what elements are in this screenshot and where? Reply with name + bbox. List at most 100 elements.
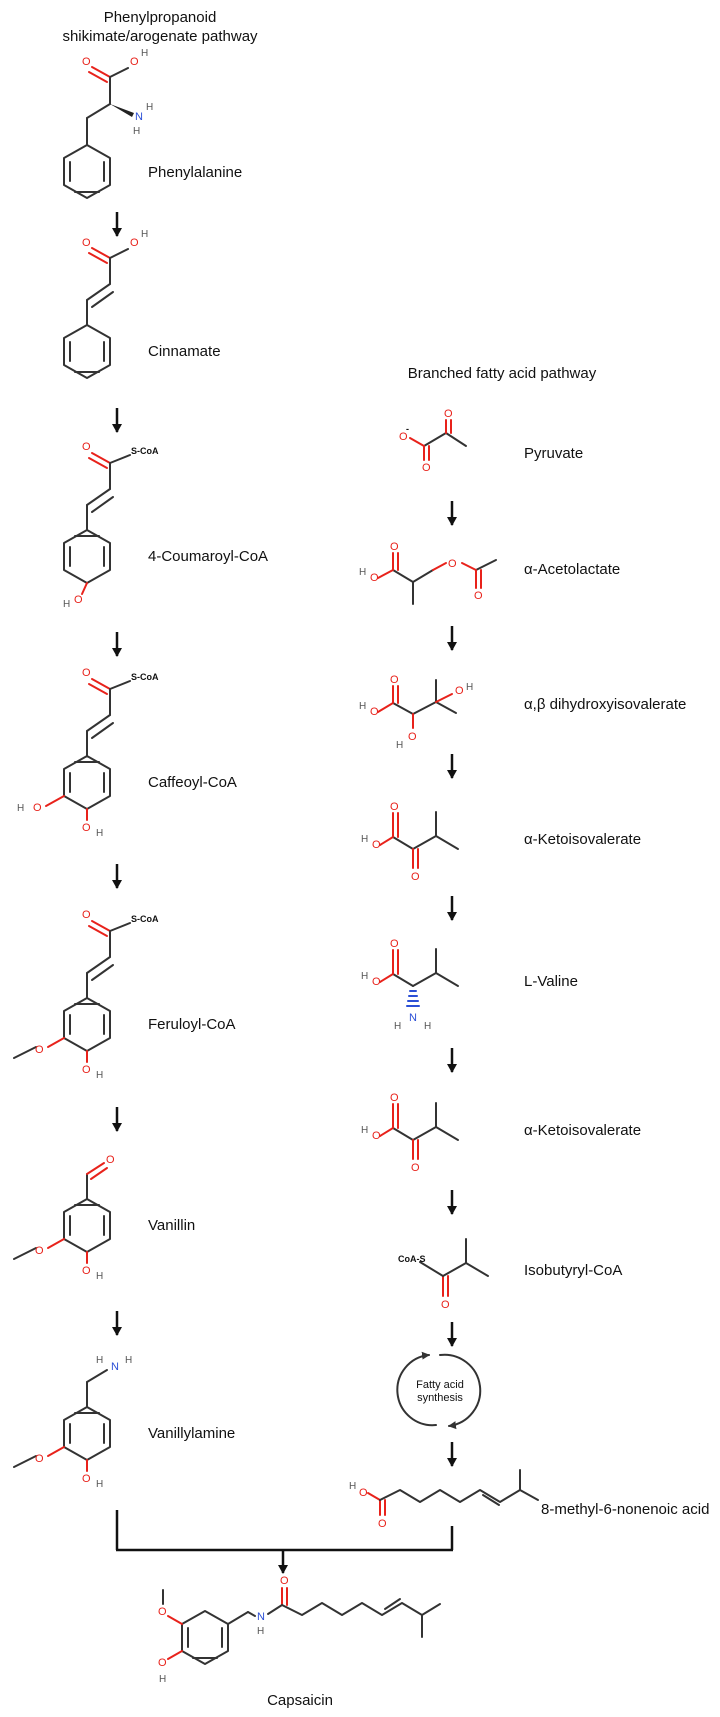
atom-label: O <box>390 541 399 553</box>
phenylalanine-structure <box>63 66 134 199</box>
right-pathway-title: Branched fatty acid pathway <box>408 365 597 382</box>
atom-label: O <box>455 685 464 697</box>
atom-label: H <box>96 1070 103 1081</box>
atom-label: O <box>130 56 139 68</box>
atom-label: H <box>96 1479 103 1490</box>
atom-label: O <box>444 408 453 420</box>
atom-label: H <box>133 126 140 137</box>
atom-label: O <box>82 909 91 921</box>
atom-label: S-CoA <box>131 914 159 924</box>
compound-label-vanillylamine: Vanillylamine <box>148 1425 235 1442</box>
atom-label: O <box>422 462 431 474</box>
atom-label: H <box>96 1355 103 1366</box>
atom-label: O <box>130 237 139 249</box>
atom-label: H <box>424 1021 431 1032</box>
capsaicin-structure <box>162 1587 441 1665</box>
compound-label-phenylalanine: Phenylalanine <box>148 164 242 181</box>
atom-label: H <box>359 567 366 578</box>
atom-label: O <box>390 801 399 813</box>
vanillin-structure <box>13 1162 111 1264</box>
atom-label: H <box>141 48 148 59</box>
compound-label-pyruvate: Pyruvate <box>524 445 583 462</box>
fatty-acid-synthesis-cycle <box>396 1351 482 1430</box>
vanillylamine-structure <box>13 1369 111 1472</box>
atom-label: - <box>406 424 409 434</box>
atom-label: O <box>390 1092 399 1104</box>
isobutyryl-coa-structure <box>419 1238 489 1297</box>
atom-label: O <box>158 1606 167 1618</box>
atom-label: S-CoA <box>131 672 159 682</box>
atom-label: O <box>82 1064 91 1076</box>
atom-label: O <box>359 1487 368 1499</box>
atom-label: O <box>35 1245 44 1257</box>
atom-label: O <box>33 802 42 814</box>
atom-label: N <box>135 111 143 123</box>
atom-label: H <box>394 1021 401 1032</box>
atom-label: O <box>370 572 379 584</box>
atom-label: O <box>448 558 457 570</box>
atom-label: O <box>82 822 91 834</box>
convergence-bracket <box>115 1510 454 1574</box>
atom-label: H <box>349 1481 356 1492</box>
atom-label: O <box>82 667 91 679</box>
atom-label: O <box>372 976 381 988</box>
atom-label: H <box>361 1125 368 1136</box>
atom-label: O <box>35 1453 44 1465</box>
atom-label: O <box>411 871 420 883</box>
atom-label: H <box>159 1674 166 1685</box>
cinnamate-structure <box>63 247 129 379</box>
atom-label: H <box>63 599 70 610</box>
compound-label-4-coumaroyl-coa: 4-Coumaroyl-CoA <box>148 548 268 565</box>
atom-label: O <box>82 237 91 249</box>
atom-label: O <box>408 731 417 743</box>
atom-label: O <box>280 1575 289 1587</box>
atom-label: O <box>158 1657 167 1669</box>
compound-label-cinnamate: Cinnamate <box>148 343 221 360</box>
atom-label: O <box>399 431 408 443</box>
atom-label: O <box>82 1473 91 1485</box>
dihydroxyisovalerate-structure <box>377 679 457 729</box>
ketoisovalerate-structure <box>379 811 459 869</box>
atom-label: O <box>74 594 83 606</box>
atom-label: O <box>441 1299 450 1311</box>
atom-label: O <box>372 1130 381 1142</box>
cycle-label-line2: synthesis <box>417 1392 463 1404</box>
atom-label: O <box>390 674 399 686</box>
atom-label: O <box>82 441 91 453</box>
compound-label-8-methyl-6-nonenoic-acid: 8-methyl-6-nonenoic acid <box>541 1501 709 1518</box>
coumaroyl-coa-structure <box>63 452 131 595</box>
atom-label: S-CoA <box>131 446 159 456</box>
atom-label: O <box>390 938 399 950</box>
atom-label: H <box>141 229 148 240</box>
atom-label: N <box>409 1012 417 1024</box>
atom-label: O <box>372 839 381 851</box>
atom-label: H <box>96 1271 103 1282</box>
atom-label: O <box>82 56 91 68</box>
left-pathway-title-line1: Phenylpropanoid <box>104 9 217 26</box>
caffeoyl-coa-structure <box>45 678 131 821</box>
atom-label: H <box>361 971 368 982</box>
atom-label: O <box>35 1044 44 1056</box>
atom-label: O <box>82 1265 91 1277</box>
atom-label: O <box>378 1518 387 1530</box>
atom-label: N <box>111 1361 119 1373</box>
atom-label: H <box>17 803 24 814</box>
cycle-label-line1: Fatty acid <box>416 1379 464 1391</box>
compound-label-l-valine: L-Valine <box>524 973 578 990</box>
atom-label: O <box>411 1162 420 1174</box>
compound-label-alpha-acetolactate: α-Acetolactate <box>524 561 620 578</box>
pyruvate-structure <box>409 419 467 461</box>
atom-label: H <box>466 682 473 693</box>
atom-label: N <box>257 1611 265 1623</box>
atom-label: H <box>359 701 366 712</box>
l-valine-structure <box>379 948 459 1007</box>
atom-label: O <box>474 590 483 602</box>
atom-label: H <box>146 102 153 113</box>
atom-label: H <box>96 828 103 839</box>
compound-label-alpha-ketoisovalerate-2: α-Ketoisovalerate <box>524 1122 641 1139</box>
methylnonenoic-acid-structure <box>367 1469 539 1516</box>
atom-label: H <box>396 740 403 751</box>
feruloyl-coa-structure <box>13 920 131 1063</box>
compound-label-caffeoyl-coa: Caffeoyl-CoA <box>148 774 237 791</box>
